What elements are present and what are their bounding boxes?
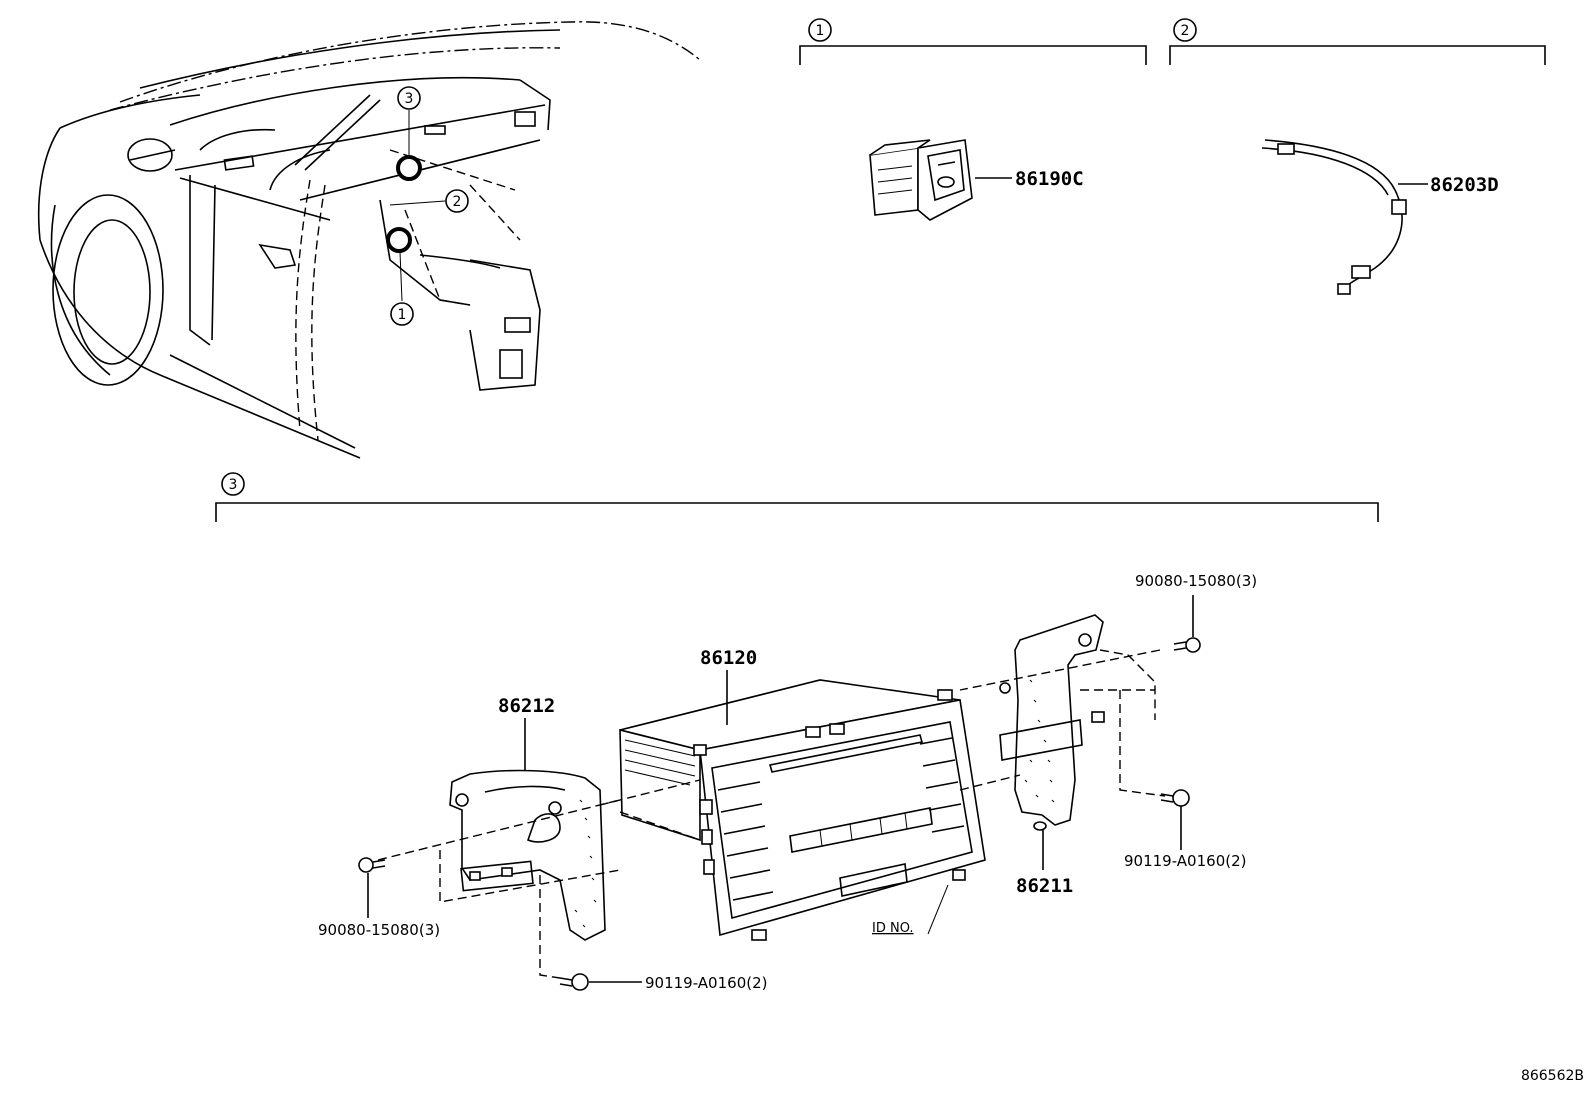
- dashboard-overview-illustration: 3 2 1: [37, 21, 701, 459]
- switch-part-number: 86190C: [1015, 168, 1084, 190]
- screw-left-part-number: 90080-15080(3): [318, 921, 440, 939]
- callout-1-number: 1: [398, 307, 407, 323]
- callout-3-number: 3: [405, 91, 414, 107]
- harness-part-number: 86203D: [1430, 174, 1499, 196]
- switch-location-marker: [386, 227, 412, 253]
- section-2-number: 2: [1181, 23, 1190, 39]
- bolt-right-drawing: [1160, 789, 1190, 807]
- bolt-bottom-left-drawing: [559, 973, 589, 991]
- bolt-right-part-number: 90119-A0160(2): [1124, 852, 1246, 870]
- right-bracket-part-number: 86211: [1016, 875, 1073, 897]
- screw-left-drawing: [358, 857, 386, 873]
- section-1-number: 1: [816, 23, 825, 39]
- bolt-bottom-left-part-number: 90119-A0160(2): [645, 974, 767, 992]
- left-bracket-part-number: 86212: [498, 695, 555, 717]
- right-bracket-drawing: [999, 614, 1105, 831]
- section-3-bubble: [221, 472, 245, 496]
- section-1-bracket: [799, 45, 1147, 65]
- callout-3-bubble: [397, 86, 421, 110]
- section-3-bracket: [215, 502, 1379, 522]
- callout-1-bubble: [390, 302, 414, 326]
- left-bracket-drawing: [449, 769, 606, 941]
- section-1-switch: 1 86190C: [799, 18, 1147, 221]
- section-2-bubble: [1173, 18, 1197, 42]
- diagram-reference-code: 866562B: [1521, 1068, 1584, 1084]
- receiver-unit-drawing: [619, 679, 986, 941]
- callout-2-bubble: [445, 189, 469, 213]
- screw-right-drawing: [1173, 637, 1201, 653]
- id-number-label: ID NO.: [872, 921, 914, 936]
- screw-right-part-number: 90080-15080(3): [1135, 572, 1257, 590]
- section-2-harness: 2 86203D: [1169, 18, 1546, 295]
- section-1-bubble: [808, 18, 832, 42]
- callout-2-number: 2: [453, 194, 462, 210]
- section-3-radio-assembly: 3: [215, 472, 1379, 992]
- section-3-number: 3: [229, 477, 238, 493]
- radio-location-marker: [396, 155, 422, 181]
- receiver-part-number: 86120: [700, 647, 757, 669]
- switch-part-drawing: [869, 139, 973, 221]
- section-2-bracket: [1169, 45, 1546, 65]
- harness-part-drawing: [1261, 139, 1407, 295]
